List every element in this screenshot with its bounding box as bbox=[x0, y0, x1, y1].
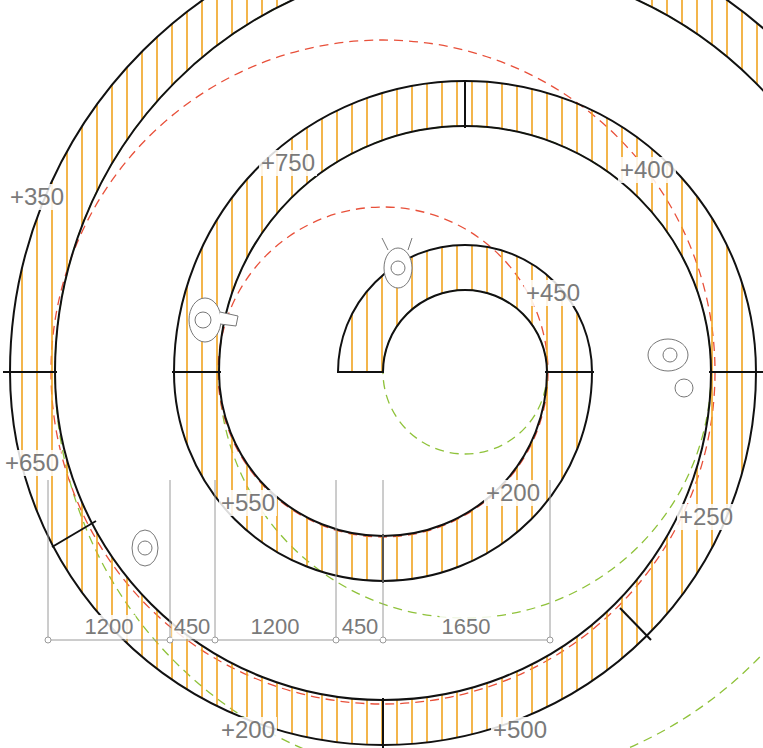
level-label: +500 bbox=[491, 717, 549, 743]
level-label: +400 bbox=[618, 157, 676, 183]
person-figures bbox=[132, 238, 693, 566]
level-label: +450 bbox=[524, 280, 582, 306]
dimension-value: 450 bbox=[172, 615, 213, 639]
level-label: +650 bbox=[3, 450, 61, 476]
dimension-line bbox=[45, 480, 553, 643]
level-label: +200 bbox=[484, 480, 542, 506]
dimension-value: 450 bbox=[340, 615, 381, 639]
segment-joints bbox=[3, 80, 763, 748]
level-label: +350 bbox=[8, 184, 66, 210]
level-label: +250 bbox=[677, 504, 735, 530]
level-label: +750 bbox=[259, 150, 317, 176]
dimension-value: 1200 bbox=[83, 615, 136, 639]
dimension-value: 1650 bbox=[440, 615, 493, 639]
ramp-band bbox=[10, 0, 763, 745]
level-label: +200 bbox=[219, 717, 277, 743]
level-label: +550 bbox=[219, 490, 277, 516]
dimension-value: 1200 bbox=[249, 615, 302, 639]
